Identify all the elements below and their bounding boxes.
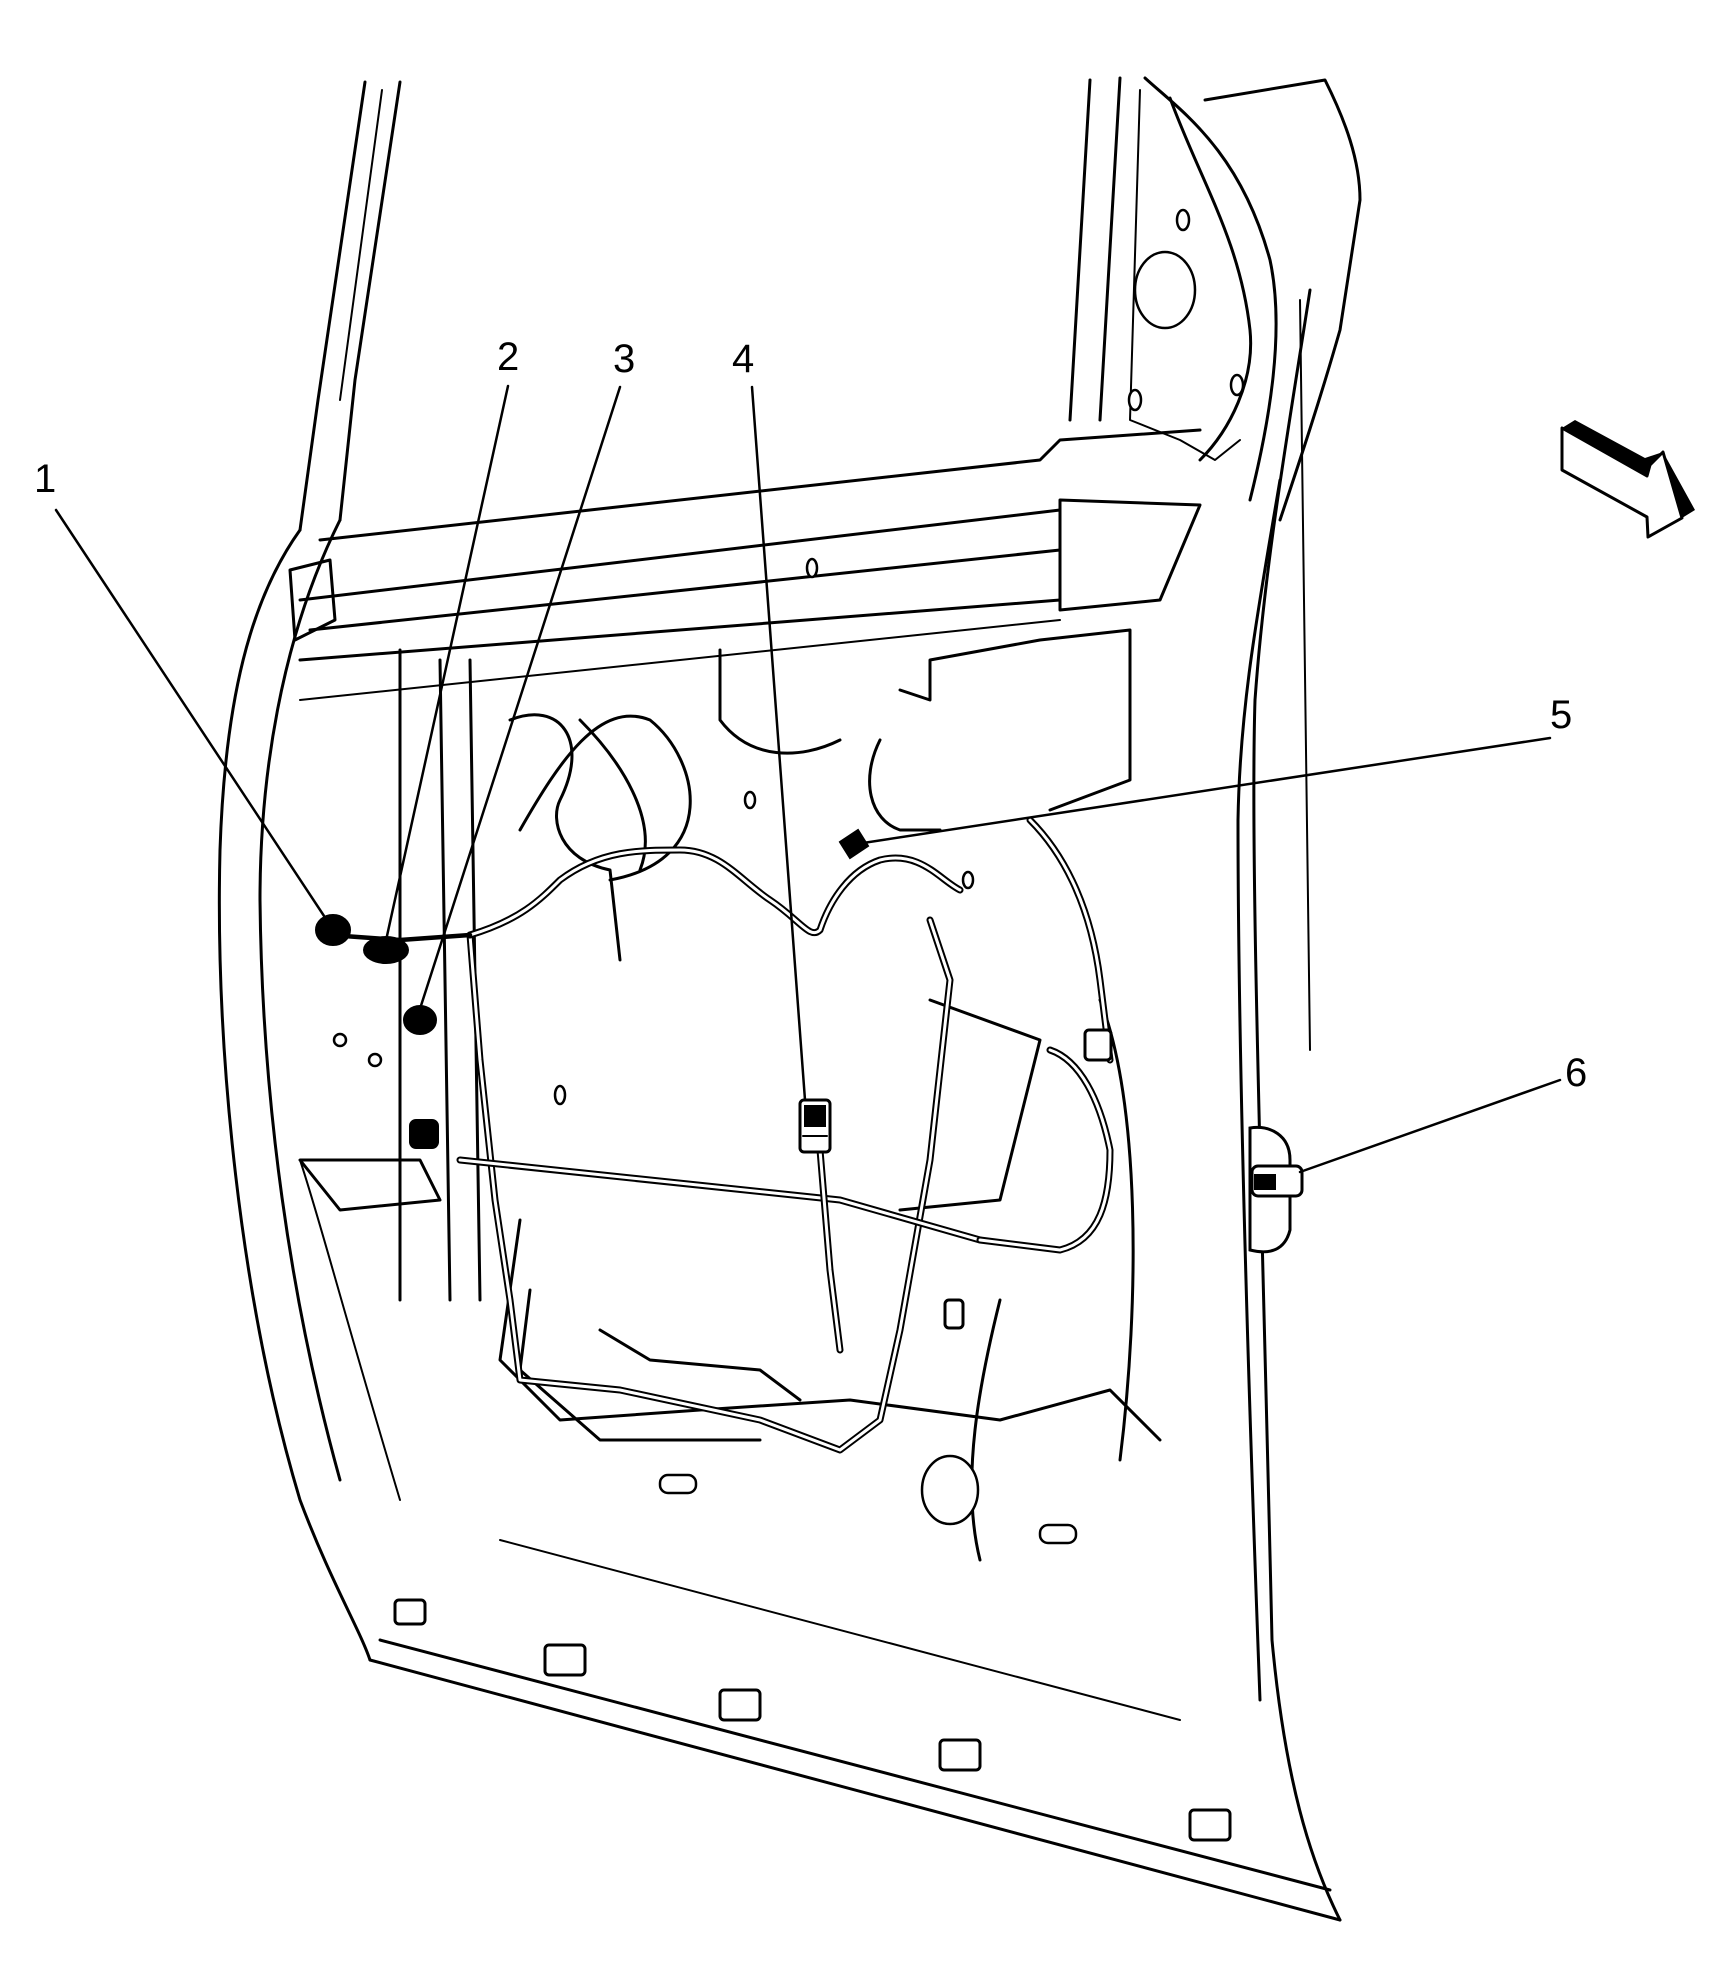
speaker-hole bbox=[920, 1454, 980, 1526]
leader-1 bbox=[54, 508, 332, 927]
door-frame bbox=[217, 76, 1362, 1922]
leader-3 bbox=[416, 385, 622, 1017]
connector-6[interactable] bbox=[1248, 1125, 1304, 1254]
callout-labels: 1 2 3 4 5 6 bbox=[34, 335, 1587, 1095]
leader-4 bbox=[750, 385, 807, 1102]
leader-2 bbox=[383, 384, 510, 947]
callout-4: 4 bbox=[732, 337, 754, 381]
connector-lower-left[interactable] bbox=[409, 1119, 439, 1149]
leader-6 bbox=[1298, 1078, 1562, 1174]
callout-leaders bbox=[54, 384, 1562, 1174]
access-hole bbox=[1133, 250, 1197, 330]
direction-arrow-icon bbox=[1560, 420, 1695, 539]
inner-panel bbox=[298, 628, 1232, 1842]
connector-1[interactable] bbox=[315, 914, 351, 946]
callout-3: 3 bbox=[613, 337, 635, 381]
callout-5: 5 bbox=[1550, 693, 1572, 737]
callout-6: 6 bbox=[1565, 1051, 1587, 1095]
callout-1: 1 bbox=[34, 457, 56, 501]
connector-4[interactable] bbox=[798, 1098, 832, 1154]
leader-5 bbox=[848, 736, 1552, 847]
belt-reinforcement bbox=[288, 428, 1202, 701]
callout-2: 2 bbox=[497, 335, 519, 379]
wiring-harness bbox=[327, 816, 1114, 1454]
connectors bbox=[315, 828, 1304, 1330]
